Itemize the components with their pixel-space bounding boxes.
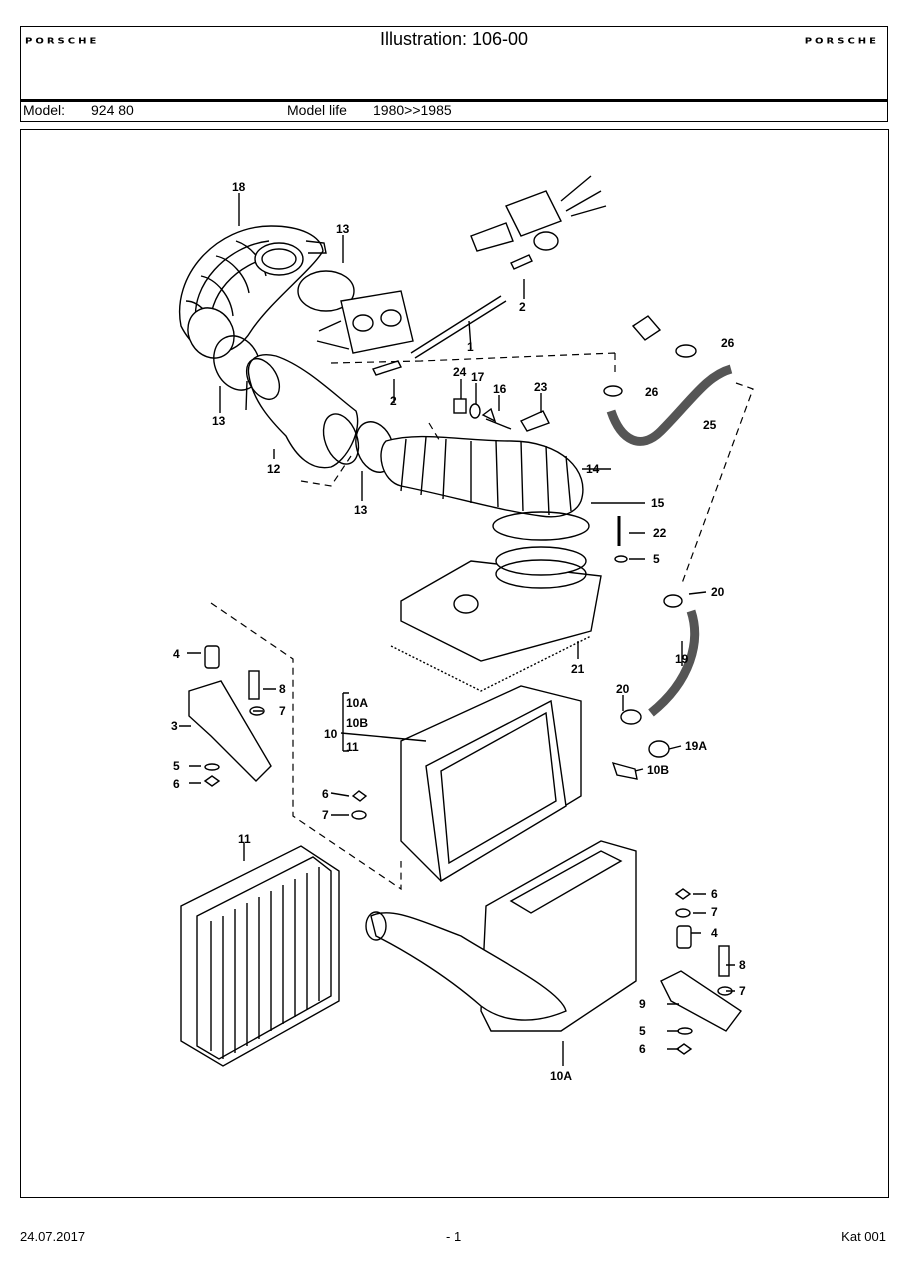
callout-10: 10: [324, 727, 338, 741]
callout-12: 12: [267, 462, 281, 476]
footer-catalog: Kat 001: [841, 1229, 886, 1244]
vacuum-hose-1: [410, 295, 507, 359]
model-value: 924 80: [91, 102, 134, 118]
callout-5-left: 5: [173, 759, 180, 773]
breather-cap: [631, 315, 662, 341]
model-life-label: Model life: [287, 102, 347, 118]
bolt-16: [481, 407, 512, 430]
callout-25: 25: [703, 418, 717, 432]
callout-22: 22: [653, 526, 667, 540]
clip-5-right: [614, 555, 628, 563]
callout-8-left: 8: [279, 682, 286, 696]
callout-6-mid: 6: [322, 787, 329, 801]
fitting-2-top: [510, 254, 533, 270]
upper-housing-21: [390, 546, 602, 692]
fitting-2-bottom: [372, 360, 402, 376]
grommet-19A: [648, 740, 670, 758]
callout-8-right: 8: [739, 958, 746, 972]
drawing-frame: 18 13 2 1 2 13 12 13 24 17 16 23 14 15 2…: [20, 129, 889, 1198]
callout-18: 18: [232, 180, 246, 194]
callout-13-mid: 13: [354, 503, 368, 517]
callout-11-list: 11: [346, 740, 359, 754]
bushing-24: [453, 398, 467, 414]
air-boot-14: [380, 435, 584, 518]
washer-17: [469, 403, 481, 419]
model-label: Model:: [23, 102, 66, 118]
header-box: PORSCHE Illustration: 106-00 PORSCHE Mod…: [20, 26, 888, 122]
callout-21: 21: [571, 662, 585, 676]
callout-26-upper: 26: [721, 336, 735, 350]
callout-7-right-bottom: 7: [739, 984, 746, 998]
callout-10A-list: 10A: [346, 696, 368, 710]
porsche-logo-left: PORSCHE: [25, 37, 100, 46]
illustration-title: Illustration: 106-00: [379, 29, 529, 49]
mount-bracket-3: [188, 645, 272, 787]
callout-23: 23: [534, 380, 548, 394]
callout-6-right-top: 6: [711, 887, 718, 901]
callout-14: 14: [586, 462, 600, 476]
throttle-body: [316, 290, 414, 354]
air-filter-housing-10: [400, 685, 582, 883]
clamp-13-left: [213, 335, 261, 391]
callout-20-upper: 20: [711, 585, 725, 599]
callout-19A: 19A: [685, 739, 707, 753]
clamp-20-upper: [663, 594, 683, 608]
clamp-13-top: [297, 270, 355, 312]
callout-10B: 10B: [647, 763, 669, 777]
parts-diagram: 18 13 2 1 2 13 12 13 24 17 16 23 14 15 2…: [171, 175, 754, 1083]
callout-3: 3: [171, 719, 178, 733]
mount-bracket-9: [660, 888, 743, 1055]
footer-page: - 1: [446, 1229, 462, 1244]
callout-4-left: 4: [173, 647, 180, 661]
callout-16: 16: [493, 382, 507, 396]
callout-13-top: 13: [336, 222, 350, 236]
callout-9: 9: [639, 997, 646, 1011]
porsche-logo-right: PORSCHE: [804, 37, 879, 46]
filter-element-11: [180, 845, 340, 1067]
callout-5-right-bottom: 5: [639, 1024, 646, 1038]
callout-13-left: 13: [212, 414, 226, 428]
callout-10A: 10A: [550, 1069, 572, 1083]
clamp-26-lower: [603, 385, 623, 397]
hose-25: [606, 364, 733, 446]
intake-boot-18: [178, 225, 327, 359]
callout-15: 15: [651, 496, 665, 510]
callout-10B-list: 10B: [346, 716, 368, 730]
model-life-value: 1980>>1985: [373, 102, 452, 118]
callout-1: 1: [467, 340, 474, 354]
washer-7-mid: [351, 810, 367, 820]
lower-housing-10A: [365, 840, 637, 1032]
callout-5-right: 5: [653, 552, 660, 566]
clamp-20-lower: [620, 709, 642, 725]
callout-7-right-top: 7: [711, 905, 718, 919]
callout-2-top: 2: [519, 300, 526, 314]
clamp-15: [492, 511, 590, 541]
callout-2-bottom: 2: [390, 394, 397, 408]
footer-date: 24.07.2017: [20, 1229, 86, 1244]
callout-24: 24: [453, 365, 467, 379]
callout-7-mid: 7: [322, 808, 329, 822]
clamp-26-upper: [675, 344, 697, 358]
bracket-10B: [611, 761, 638, 780]
callout-19: 19: [675, 652, 689, 666]
callout-4-right: 4: [711, 926, 718, 940]
callout-11: 11: [238, 832, 251, 846]
bracket-23: [519, 410, 550, 432]
header-divider: [21, 99, 887, 102]
nut-6-mid: [351, 790, 368, 802]
hose-19: [648, 609, 700, 717]
callout-26-lower: 26: [645, 385, 659, 399]
callout-17: 17: [471, 370, 485, 384]
callout-7-left: 7: [279, 704, 286, 718]
callout-6-right-bottom: 6: [639, 1042, 646, 1056]
callout-6-left: 6: [173, 777, 180, 791]
control-valve: [470, 175, 607, 252]
callout-20-lower: 20: [616, 682, 630, 696]
elbow-hose-12: [245, 354, 360, 469]
